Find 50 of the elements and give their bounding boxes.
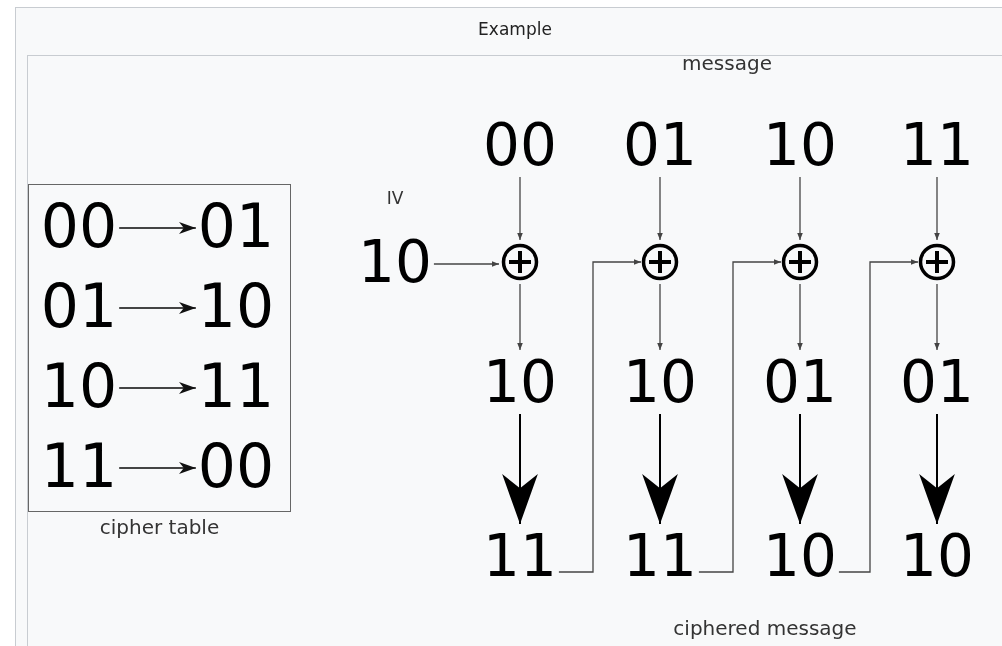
arrow (642, 413, 678, 525)
arrow (797, 283, 803, 351)
arrow (558, 259, 642, 573)
bit-pair: 10 (763, 116, 837, 174)
bit-pair: 00 (40, 196, 118, 256)
iv-label: IV (385, 189, 405, 209)
arrow (118, 382, 197, 394)
bit-pair: 01 (40, 276, 118, 336)
arrow (517, 176, 523, 241)
arrow (657, 176, 663, 241)
bit-pair: 01 (763, 353, 837, 411)
xor-symbol (641, 243, 679, 281)
arrow (838, 259, 919, 573)
xor-symbol (918, 243, 956, 281)
xor-symbol (501, 243, 539, 281)
title: Example (477, 20, 553, 40)
xor-symbol (781, 243, 819, 281)
section-label: message (681, 52, 773, 75)
bit-pair: 11 (197, 356, 275, 416)
arrow (118, 222, 197, 234)
bit-pair: 10 (358, 233, 432, 291)
table-caption: cipher table (98, 516, 221, 539)
bit-pair: 01 (623, 116, 697, 174)
arrow (517, 283, 523, 351)
arrow (797, 176, 803, 241)
bit-pair: 11 (900, 116, 974, 174)
bit-pair: 10 (763, 527, 837, 585)
bit-pair: 01 (197, 196, 275, 256)
section-label: ciphered message (672, 617, 858, 640)
arrow (782, 413, 818, 525)
arrow (502, 413, 538, 525)
arrow (934, 176, 940, 241)
bit-pair: 11 (623, 527, 697, 585)
arrow (657, 283, 663, 351)
bit-pair: 11 (40, 436, 118, 496)
bit-pair: 01 (900, 353, 974, 411)
bit-pair: 00 (483, 116, 557, 174)
bit-pair: 10 (900, 527, 974, 585)
arrow (433, 261, 500, 267)
arrow (934, 283, 940, 351)
arrow (118, 302, 197, 314)
bit-pair: 00 (197, 436, 275, 496)
bit-pair: 10 (40, 356, 118, 416)
arrow (919, 413, 955, 525)
bit-pair: 10 (483, 353, 557, 411)
bit-pair: 11 (483, 527, 557, 585)
arrow (698, 259, 782, 573)
arrow (118, 462, 197, 474)
bit-pair: 10 (623, 353, 697, 411)
bit-pair: 10 (197, 276, 275, 336)
